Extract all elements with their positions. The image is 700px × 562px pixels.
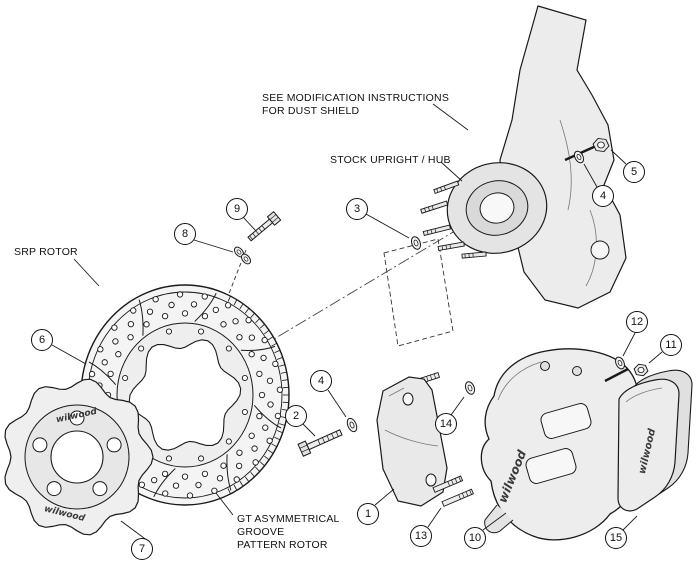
dust-shield-note-line1: SEE MODIFICATION INSTRUCTIONS <box>262 92 450 104</box>
wheel-studs <box>420 180 487 259</box>
gt-rotor-label-line3: PATTERN ROTOR <box>237 539 328 551</box>
caliper-bracket <box>376 372 448 507</box>
gt-rotor-label: GT ASYMMETRICAL GROOVE PATTERN ROTOR <box>237 513 340 552</box>
callout-6: 6 <box>31 329 53 351</box>
callout-7: 7 <box>131 538 153 560</box>
gt-rotor-label-line1: GT ASYMMETRICAL <box>237 513 340 525</box>
gt-rotor-label-line2: GROOVE <box>237 526 285 538</box>
callout-4b: 4 <box>310 370 332 392</box>
callout-14: 14 <box>435 413 457 435</box>
bolt-item-2 <box>297 429 343 457</box>
brake-caliper: wilwood <box>480 348 646 541</box>
studs-item-13 <box>432 475 475 507</box>
stock-upright-label: STOCK UPRIGHT / HUB <box>330 154 451 166</box>
brake-pads: wilwood <box>617 369 693 512</box>
rotor-hat: wilwood wilwood <box>4 378 154 536</box>
callout-13: 13 <box>410 525 432 547</box>
washer-item-3 <box>410 236 422 250</box>
srp-rotor-disc <box>80 284 290 506</box>
callout-9: 9 <box>226 198 248 220</box>
bolt-item-8-9 <box>233 210 282 265</box>
washer-item-4-lower <box>346 417 358 433</box>
callout-11: 11 <box>660 334 682 356</box>
callout-2: 2 <box>285 405 307 427</box>
callout-12: 12 <box>626 311 648 333</box>
callout-15: 15 <box>605 527 627 549</box>
washer-item-12 <box>615 356 625 370</box>
srp-rotor-label: SRP ROTOR <box>14 246 78 258</box>
callout-8: 8 <box>174 223 196 245</box>
callout-4a: 4 <box>592 185 614 207</box>
leader-lines <box>51 103 663 542</box>
washer-item-4-upper <box>573 150 585 164</box>
dust-shield-note-line2: FOR DUST SHIELD <box>262 105 360 117</box>
callout-1: 1 <box>357 503 379 525</box>
callout-5: 5 <box>623 161 645 183</box>
washer-item-14 <box>464 381 476 395</box>
dust-shield-note: SEE MODIFICATION INSTRUCTIONS FOR DUST S… <box>262 92 449 118</box>
hub-flange <box>446 162 548 254</box>
upright-hub <box>499 5 627 309</box>
callout-10: 10 <box>464 527 486 549</box>
nut-item-11 <box>633 363 649 377</box>
callout-3: 3 <box>346 198 368 220</box>
nut-item-5 <box>592 138 610 152</box>
